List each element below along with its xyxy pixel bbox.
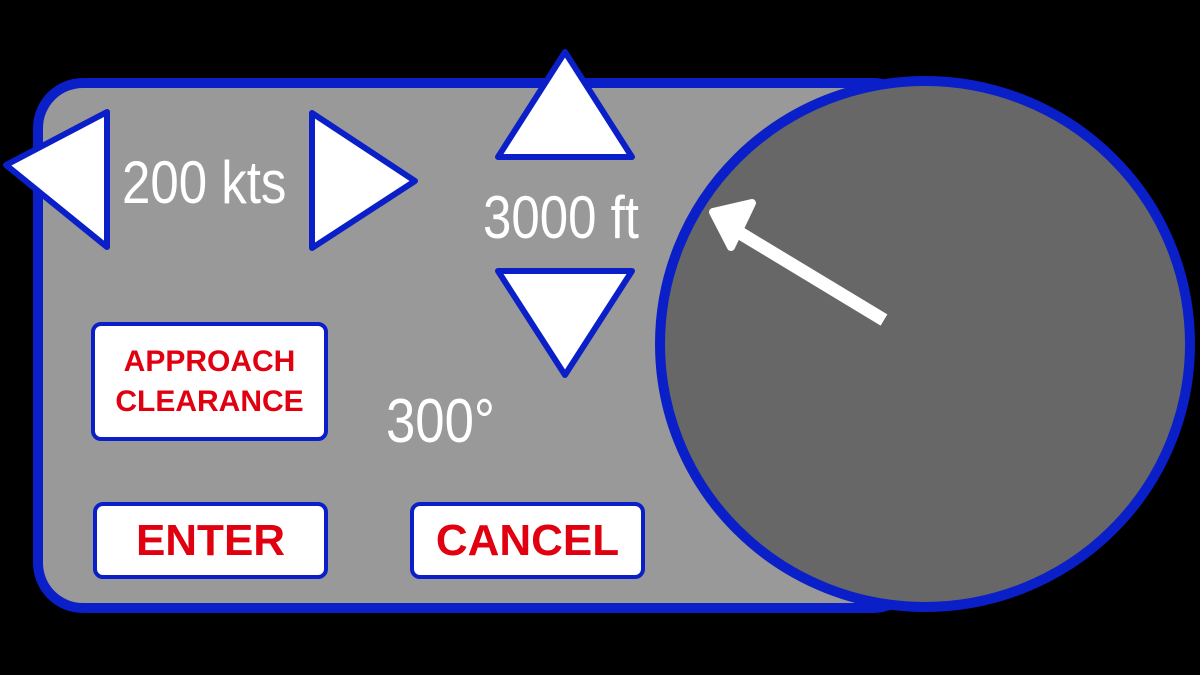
clearance-label: CLEARANCE <box>115 384 304 418</box>
heading-dial[interactable] <box>655 76 1195 612</box>
speed-increase-arrow[interactable] <box>309 110 418 251</box>
speed-readout: 200 kts <box>122 149 287 216</box>
heading-readout: 300° <box>386 387 496 456</box>
approach-clearance-button[interactable]: APPROACH CLEARANCE <box>91 322 328 441</box>
altitude-increase-arrow[interactable] <box>495 49 635 160</box>
altitude-decrease-arrow[interactable] <box>495 268 635 378</box>
approach-label: APPROACH <box>123 344 296 378</box>
cancel-label: CANCEL <box>435 515 620 565</box>
enter-label: ENTER <box>135 515 286 565</box>
speed-decrease-arrow[interactable] <box>3 109 110 250</box>
enter-button[interactable]: ENTER <box>93 502 328 579</box>
cancel-button[interactable]: CANCEL <box>410 502 645 579</box>
altitude-readout: 3000 ft <box>483 184 639 251</box>
heading-pointer-arrow <box>709 199 888 326</box>
